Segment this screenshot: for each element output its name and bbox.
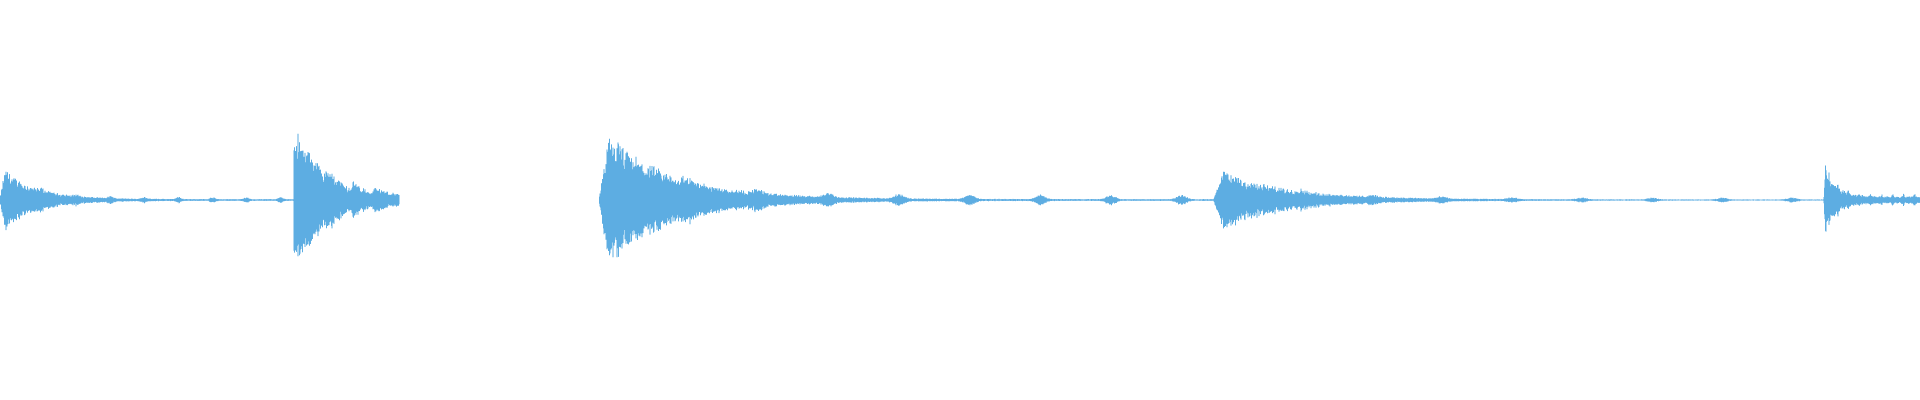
- waveform-signal: [0, 133, 1920, 258]
